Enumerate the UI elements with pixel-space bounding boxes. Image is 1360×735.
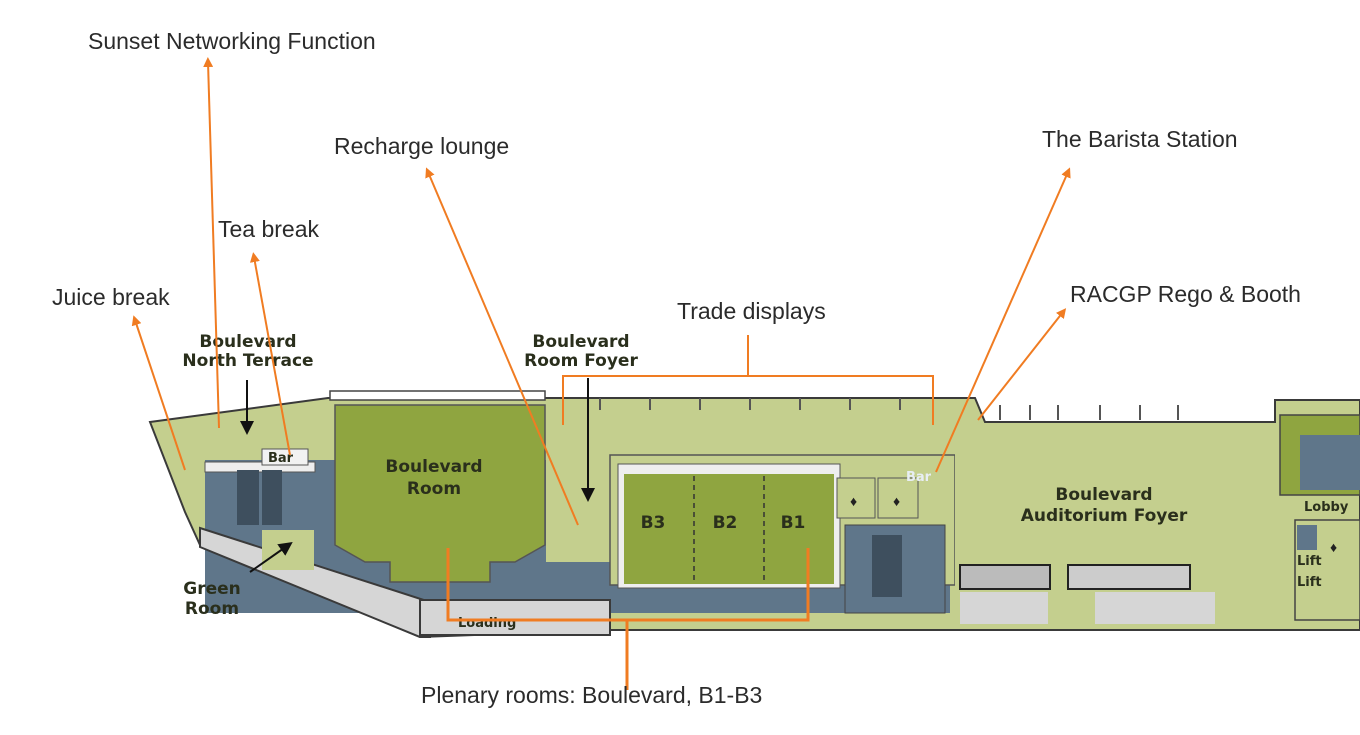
escalator [959,564,1051,590]
left-service-frame [204,461,316,473]
lobby-label: Lobby [1304,500,1349,515]
lift-label: Lift [1297,575,1322,590]
bar-left-label: Bar [268,451,294,466]
restroom-icon: ♦ [1330,539,1337,555]
racgp-label: RACGP Rego & Booth [1070,281,1301,307]
corridor [199,526,431,638]
plenary-label: Plenary rooms: Boulevard, B1-B3 [421,682,762,708]
juice-break-arrow [131,315,186,471]
lower-grey-area [960,592,1048,624]
top-balcony-strip [329,390,546,401]
lift-shaft [1297,525,1317,550]
trade-label: Trade displays [677,298,826,324]
tea-break-arrow [249,252,291,456]
building: ♦ ♦ ♦ [148,390,1360,639]
recharge-lounge-area [546,400,610,562]
room-b2 [694,474,764,584]
stair-right [872,535,902,597]
barista-arrow [935,167,1071,473]
restroom-2 [877,477,919,519]
bar-right-label: Bar [906,470,932,485]
bar-left-box [261,448,309,466]
stair-left-1 [237,470,259,525]
room-b1-label: B1 [781,513,806,533]
recharge-arrow [425,167,579,526]
restroom-icon: ♦ [893,493,900,509]
restroom-icon: ♦ [850,493,857,509]
lift-label: Lift [1297,554,1322,569]
escalator [1067,564,1191,590]
recharge-label: Recharge lounge [334,133,509,159]
restroom-1 [836,477,876,519]
room-b1 [764,474,834,584]
stair-left-2 [262,470,282,525]
right-stair [1300,435,1360,490]
facade-posts [599,398,1179,420]
annotation-leaders [131,57,1071,690]
lower-grey-area [1095,592,1215,624]
sunset-arrow [203,57,220,429]
juice-break-label: Juice break [52,284,170,310]
room-b2-label: B2 [713,513,738,533]
racgp-arrow [977,308,1067,421]
map-pointers [240,378,595,573]
annotations: Sunset Networking Function Tea break Jui… [52,28,1301,708]
boulevard-room [334,404,546,583]
loading-area [419,599,611,636]
sunset-label: Sunset Networking Function [88,28,376,54]
room-b3 [624,474,694,584]
tea-break-label: Tea break [218,216,320,242]
loading-label: Loading [458,616,516,631]
green-room-arrow [249,541,293,573]
barista-label: The Barista Station [1042,126,1238,152]
room-b3-label: B3 [641,513,666,533]
green-room [262,530,314,570]
